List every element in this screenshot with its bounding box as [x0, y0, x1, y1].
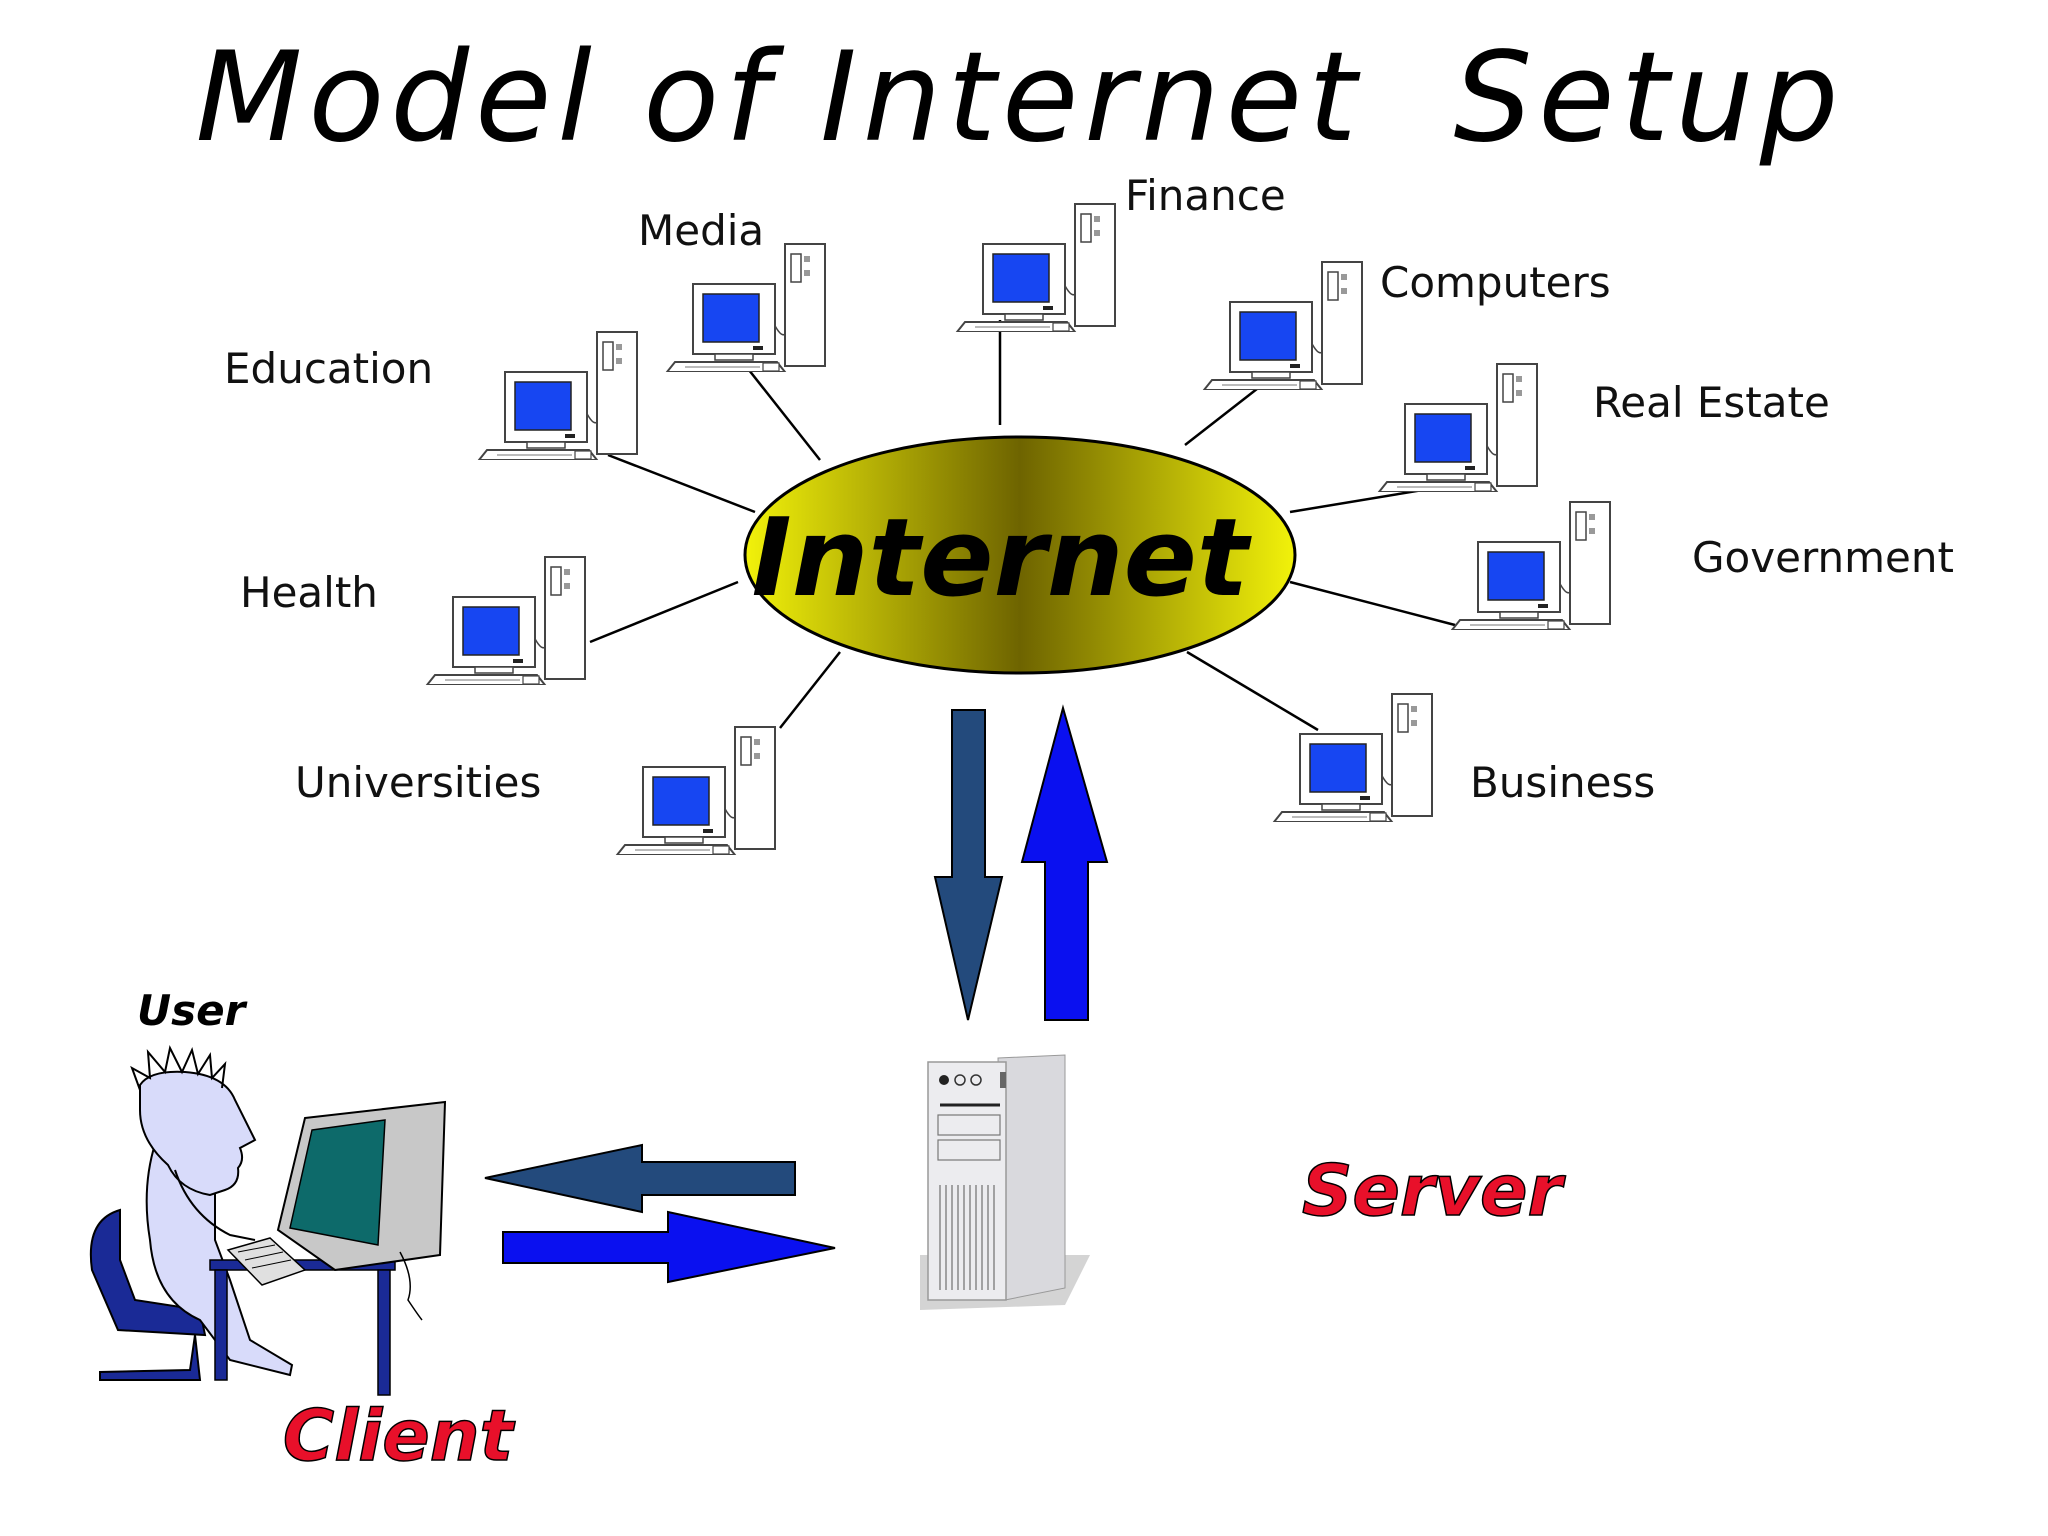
- connector-health: [589, 580, 739, 644]
- connector-business: [1186, 650, 1319, 732]
- arrow-up-icon: [1020, 704, 1109, 1021]
- computers-computer-icon: [1203, 261, 1363, 390]
- education-computer-icon: [478, 331, 638, 460]
- internet-server-arrows: [933, 704, 1109, 1021]
- tower-server-icon: [920, 1054, 1090, 1310]
- node-label-universities: Universities: [295, 758, 541, 807]
- arrow-left-icon: [484, 1143, 796, 1214]
- server-label: Server: [1302, 1150, 1567, 1232]
- internet-hub: Internet: [743, 435, 1297, 675]
- network-node-labels: Media Finance Computers Education Real E…: [224, 171, 1954, 807]
- node-label-government: Government: [1692, 533, 1954, 582]
- real-estate-computer-icon: [1378, 363, 1538, 492]
- arrow-down-icon: [933, 709, 1004, 1021]
- client-label: Client: [283, 1395, 516, 1477]
- connector-media: [744, 364, 821, 461]
- node-label-business: Business: [1470, 758, 1655, 807]
- arrow-right-icon: [502, 1210, 836, 1284]
- finance-computer-icon: [956, 203, 1116, 332]
- connector-universities: [779, 651, 841, 729]
- page-title: Model of Internet Setup: [196, 26, 1845, 170]
- node-label-health: Health: [240, 568, 378, 617]
- media-computer-icon: [666, 243, 826, 372]
- connector-real-estate: [1289, 486, 1436, 514]
- node-label-computers: Computers: [1380, 258, 1611, 307]
- connector-education: [607, 453, 756, 514]
- connector-computers: [1184, 384, 1263, 446]
- internet-hub-label: Internet: [752, 496, 1252, 621]
- node-label-real-estate: Real Estate: [1593, 378, 1830, 427]
- client-server-arrows: [484, 1143, 836, 1284]
- health-computer-icon: [426, 556, 586, 685]
- node-label-media: Media: [638, 206, 764, 255]
- user-at-computer-icon: [89, 1044, 447, 1396]
- connector-government: [1289, 580, 1456, 627]
- universities-computer-icon: [616, 726, 776, 855]
- node-label-education: Education: [224, 344, 433, 393]
- hub-connectors: [589, 320, 1456, 732]
- node-label-finance: Finance: [1125, 171, 1286, 220]
- user-label: User: [137, 986, 248, 1035]
- internet-hub-ellipse: [743, 435, 1297, 675]
- business-computer-icon: [1273, 693, 1433, 822]
- government-computer-icon: [1451, 501, 1611, 630]
